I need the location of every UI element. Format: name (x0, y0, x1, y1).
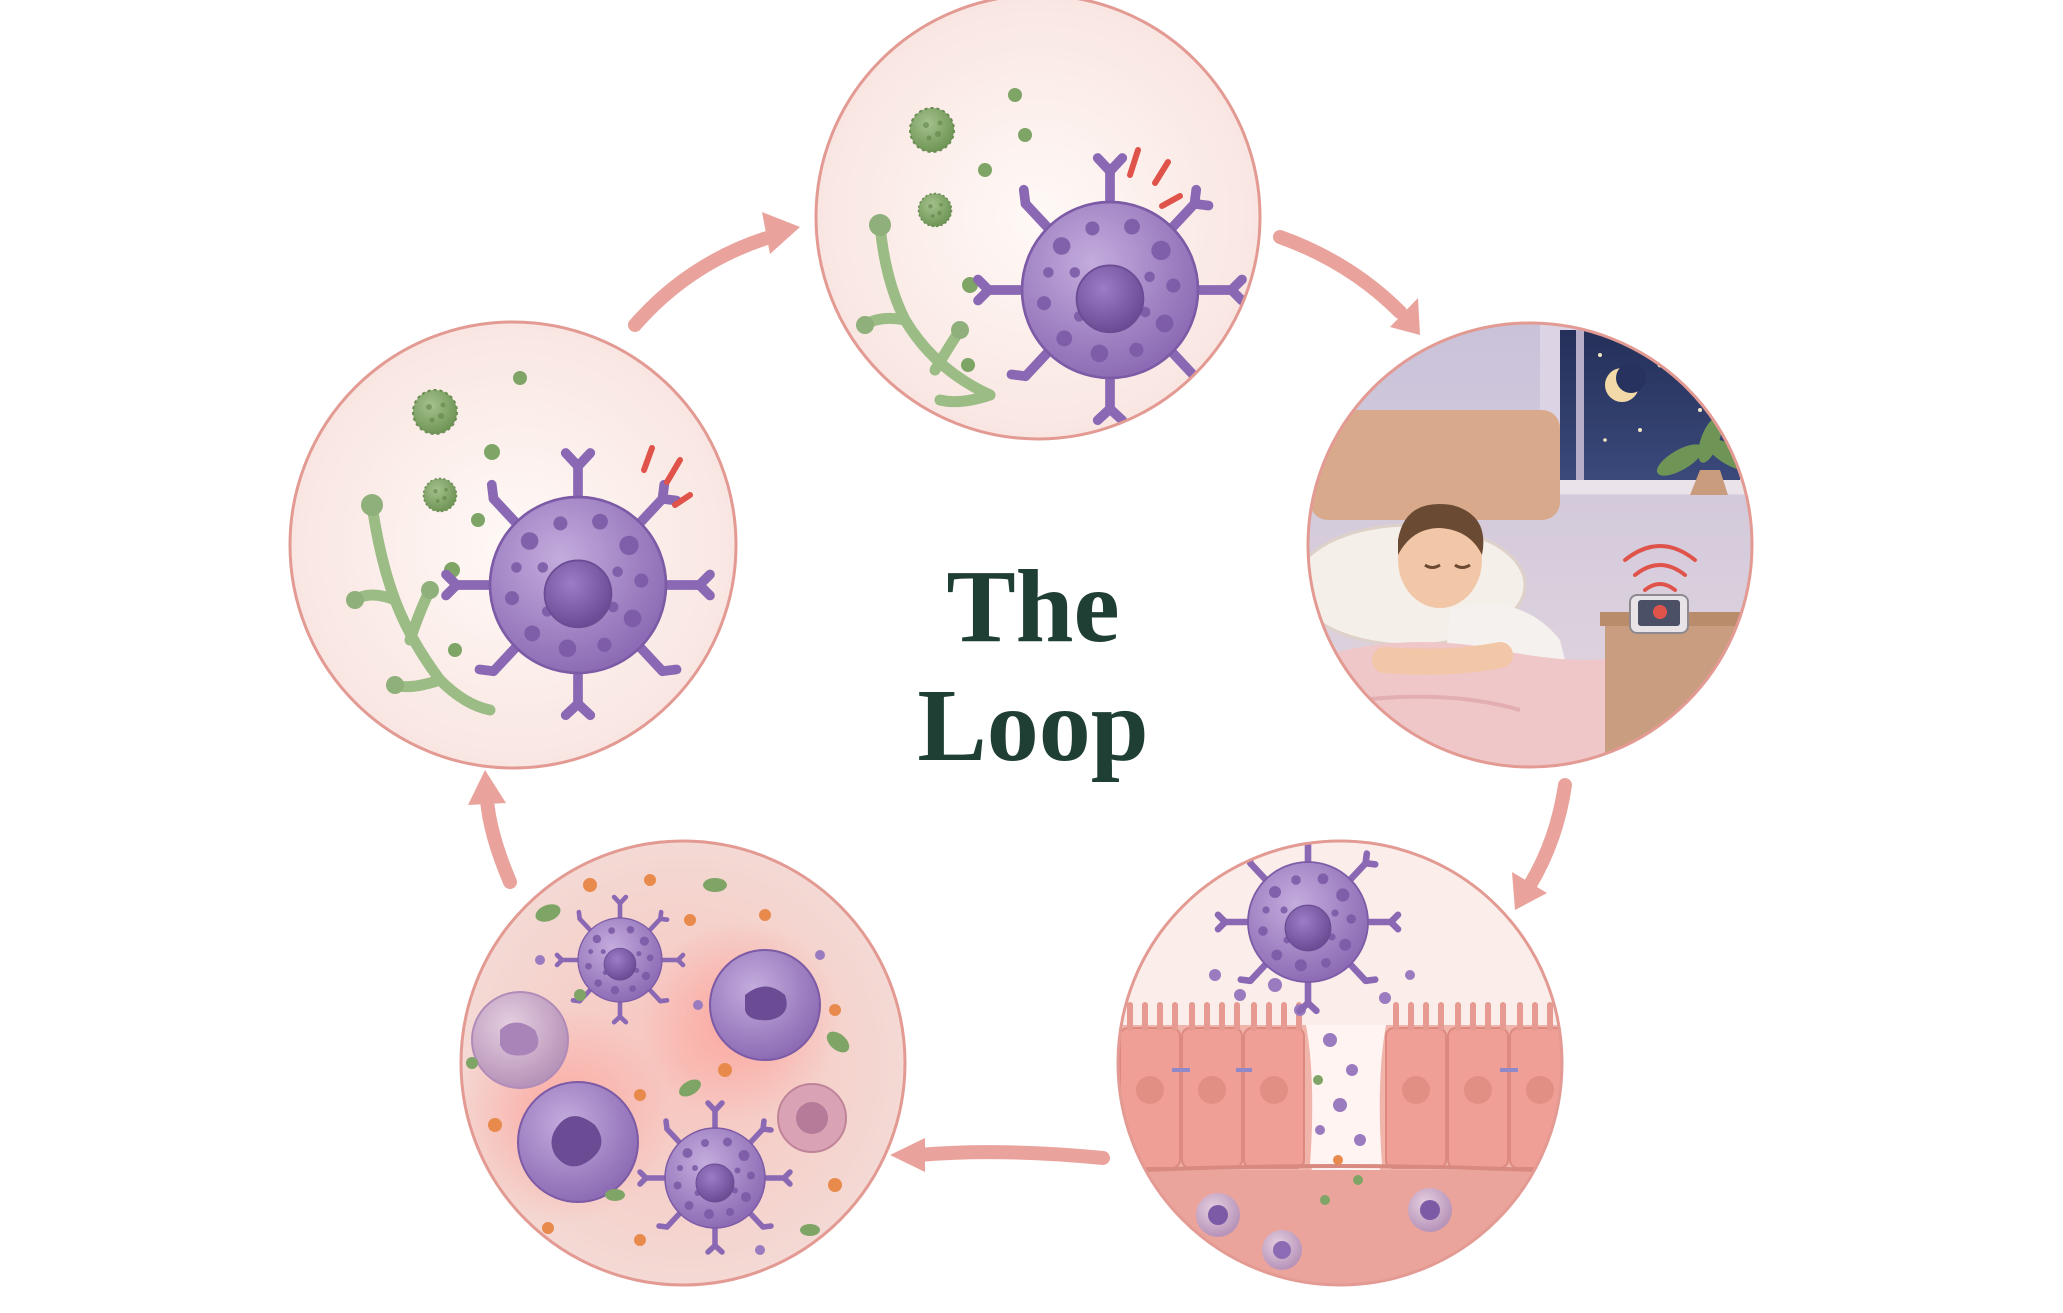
title-line-2: Loop (917, 668, 1148, 783)
mold-spores-and-immune-cell-icon (346, 371, 710, 715)
plant-icon (1656, 417, 1752, 495)
activated-immune-cell-icon (856, 88, 1242, 420)
arrowhead-5 (468, 770, 506, 805)
panel-inflammation (459, 839, 907, 1287)
panel-nighttime-sleep (1306, 321, 1754, 769)
arrow-panel5-to-panel1 (480, 793, 517, 889)
arrow-panel2-to-panel3 (1273, 230, 1407, 319)
arrowhead-2 (1390, 298, 1420, 335)
arrow-panel1-to-panel2 (628, 230, 777, 332)
title-line-1: The (946, 549, 1119, 664)
panel-immune-activation (814, 0, 1262, 441)
panel-spore-exposure (288, 320, 738, 770)
arrowhead-1 (762, 212, 800, 254)
phone-alert-icon (1623, 544, 1697, 634)
leaky-epithelium-icon (1118, 832, 1562, 1285)
inflammatory-cells-icon (461, 874, 850, 1255)
arrow-panel4-to-panel5 (911, 1145, 1110, 1165)
arrow-heads (468, 212, 1547, 1172)
arrowhead-4 (890, 1138, 925, 1172)
panel-barrier-breach (1116, 832, 1564, 1287)
arrowhead-3 (1512, 872, 1547, 910)
arrow-panel3-to-panel4 (1523, 778, 1572, 892)
moon-icon (1605, 363, 1646, 402)
cycle-arrows (480, 230, 1572, 1165)
